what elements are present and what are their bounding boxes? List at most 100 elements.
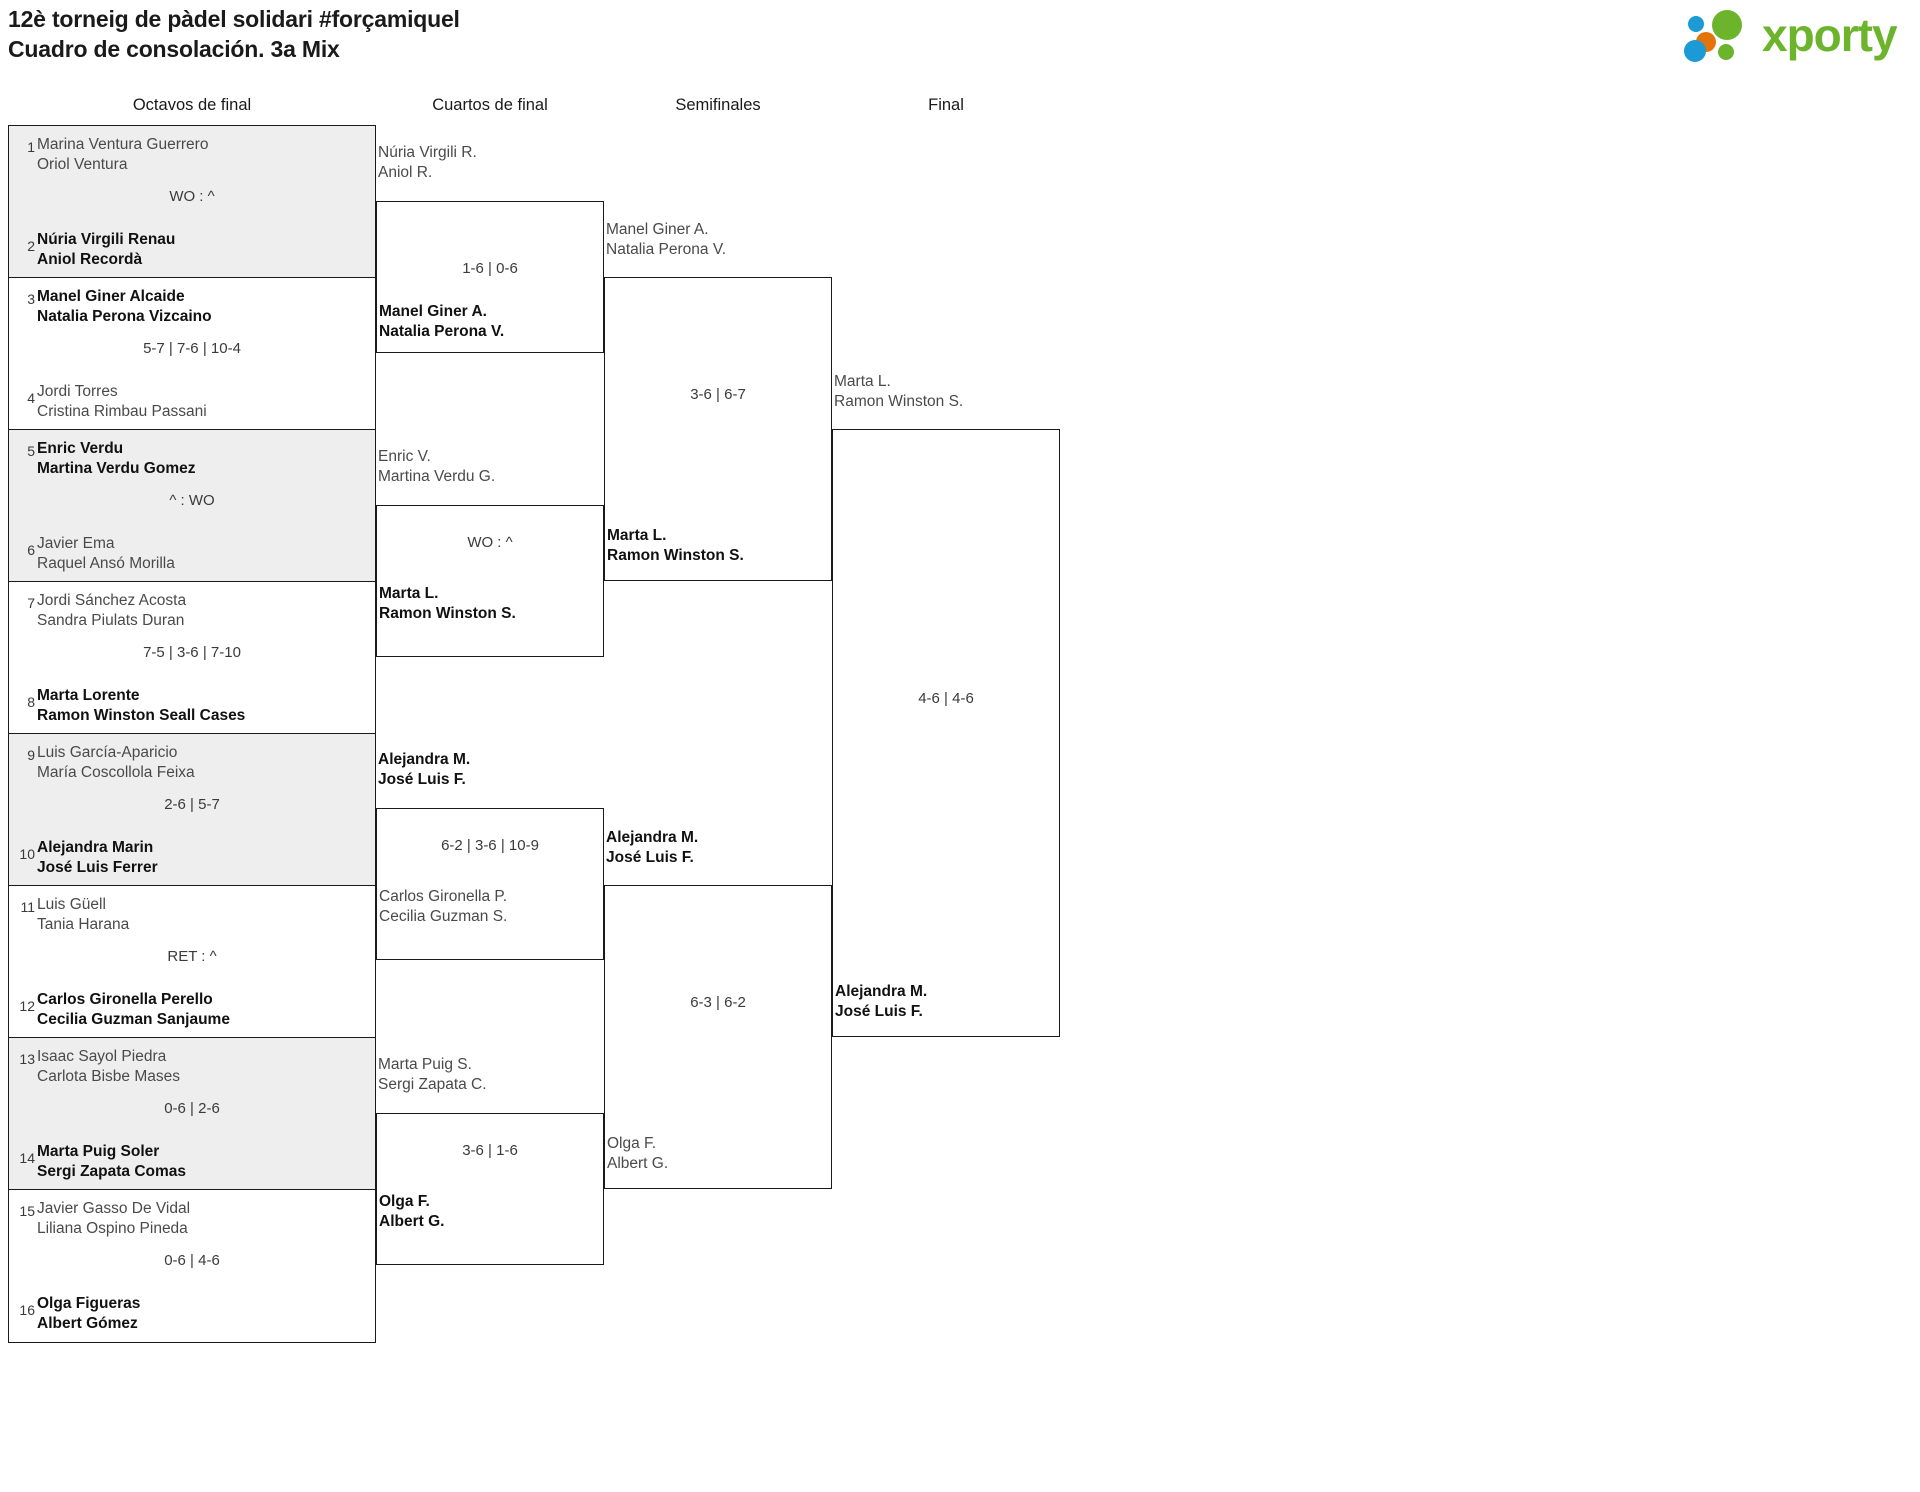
player-name: Enric Verdu (37, 440, 124, 457)
match-score: ^ : WO (169, 492, 215, 509)
match-row[interactable]: 3 Manel Giner Alcaide Natalia Perona Viz… (9, 278, 375, 430)
match-box-semifinal-2[interactable]: 6-3 | 6-2 Olga F. Albert G. (604, 885, 832, 1189)
player-name: Albert Gómez (37, 1314, 138, 1332)
team-bottom: Marta Lorente Ramon Winston Seall Cases (37, 686, 245, 725)
advancing-team: Marta L. Ramon Winston S. (834, 372, 963, 411)
match-row[interactable]: 11 Luis Güell Tania Harana RET : ^ 12 Ca… (9, 886, 375, 1038)
player-name: Núria Virgili R. (378, 144, 477, 161)
match-score: 4-6 | 4-6 (918, 690, 974, 707)
match-score: 7-5 | 3-6 | 7-10 (143, 644, 241, 661)
player-name: Luis García-Aparicio (37, 744, 178, 761)
match-box-cuartos-2[interactable]: WO : ^ Marta L. Ramon Winston S. (376, 505, 604, 657)
match-box-final[interactable]: 4-6 | 4-6 Alejandra M. José Luis F. (832, 429, 1060, 1037)
champion-team: Alejandra M. José Luis F. (835, 982, 927, 1021)
player-name: Tania Harana (37, 915, 130, 933)
match-box-cuartos-3[interactable]: 6-2 | 3-6 | 10-9 Carlos Gironella P. Cec… (376, 808, 604, 960)
team-top: Enric Verdu Martina Verdu Gomez (37, 439, 195, 478)
player-name: Sandra Piulats Duran (37, 611, 185, 629)
player-name: Alejandra Marin (37, 839, 154, 856)
seed-number: 15 (19, 1203, 35, 1219)
team-bottom: Jordi Torres Cristina Rimbau Passani (37, 382, 207, 421)
player-name: Jordi Sánchez Acosta (37, 592, 187, 609)
match-score: 5-7 | 7-6 | 10-4 (143, 340, 241, 357)
advancing-team: Manel Giner A. Natalia Perona V. (606, 220, 726, 259)
player-name: Ramon Winston Seall Cases (37, 706, 246, 724)
player-name: Ramon Winston S. (607, 546, 744, 564)
player-name: Albert G. (379, 1212, 445, 1230)
match-score: 6-2 | 3-6 | 10-9 (441, 837, 539, 854)
brand-wordmark: xporty (1762, 9, 1898, 61)
player-name: Alejandra M. (835, 983, 928, 1000)
seed-number: 11 (20, 899, 35, 915)
player-name: José Luis F. (835, 1002, 923, 1020)
match-score: 0-6 | 2-6 (164, 1100, 220, 1117)
loser-team: Olga F. Albert G. (607, 1134, 668, 1173)
round-header-cuartos: Cuartos de final (432, 96, 548, 114)
player-name: Isaac Sayol Piedra (37, 1048, 167, 1065)
team-bottom: Núria Virgili Renau Aniol Recordà (37, 230, 175, 269)
seed-number: 3 (27, 291, 35, 307)
player-name: Sergi Zapata Comas (37, 1162, 187, 1180)
round-header-semifinales: Semifinales (675, 96, 761, 114)
team-top: Luis García-Aparicio María Coscollola Fe… (37, 743, 195, 782)
player-name: Marta L. (379, 585, 439, 602)
player-name: Luis Güell (37, 896, 106, 913)
match-row[interactable]: 1 Marina Ventura Guerrero Oriol Ventura … (9, 126, 375, 278)
player-name: Cecilia Guzman S. (379, 907, 508, 925)
advancing-team: Alejandra M. José Luis F. (606, 828, 698, 867)
round1-bracket: 1 Marina Ventura Guerrero Oriol Ventura … (8, 125, 376, 1343)
player-name: María Coscollola Feixa (37, 763, 195, 781)
seed-number: 10 (19, 846, 35, 862)
player-name: Marta Puig Soler (37, 1143, 160, 1160)
player-name: Cecilia Guzman Sanjaume (37, 1010, 230, 1028)
player-name: Albert G. (607, 1154, 669, 1172)
player-name: Aniol R. (378, 163, 433, 181)
player-name: Natalia Perona V. (379, 322, 505, 340)
player-name: Liliana Ospino Pineda (37, 1219, 188, 1237)
round-header-final: Final (928, 96, 964, 114)
team-bottom: Alejandra Marin José Luis Ferrer (37, 838, 158, 877)
player-name: Ramon Winston S. (379, 604, 516, 622)
seed-number: 1 (27, 139, 35, 155)
loser-team: Carlos Gironella P. Cecilia Guzman S. (379, 887, 507, 926)
player-name: Javier Ema (37, 535, 115, 552)
match-score: 6-3 | 6-2 (690, 994, 746, 1011)
round-header-octavos: Octavos de final (132, 96, 252, 114)
match-row[interactable]: 15 Javier Gasso De Vidal Liliana Ospino … (9, 1190, 375, 1342)
match-score: 0-6 | 4-6 (164, 1252, 220, 1269)
seed-number: 13 (19, 1051, 35, 1067)
player-name: José Luis F. (606, 848, 694, 866)
match-score: 3-6 | 1-6 (462, 1142, 518, 1159)
player-name: Enric V. (378, 448, 431, 465)
team-top: Isaac Sayol Piedra Carlota Bisbe Mases (37, 1047, 180, 1086)
team-top: Marina Ventura Guerrero Oriol Ventura (37, 135, 208, 174)
seed-number: 2 (27, 238, 35, 254)
match-score: WO : ^ (467, 534, 513, 551)
team-top: Javier Gasso De Vidal Liliana Ospino Pin… (37, 1199, 190, 1238)
logo-dots-icon (1682, 10, 1760, 62)
player-name: Aniol Recordà (37, 250, 143, 268)
page-title-line2: Cuadro de consolación. 3a Mix (8, 36, 340, 63)
player-name: Martina Verdu G. (378, 467, 496, 485)
winner-team: Marta L. Ramon Winston S. (607, 526, 744, 565)
seed-number: 12 (19, 998, 35, 1014)
winner-team: Olga F. Albert G. (379, 1192, 444, 1231)
match-row[interactable]: 7 Jordi Sánchez Acosta Sandra Piulats Du… (9, 582, 375, 734)
team-bottom: Carlos Gironella Perello Cecilia Guzman … (37, 990, 230, 1029)
player-name: Manel Giner Alcaide (37, 288, 185, 305)
team-top: Manel Giner Alcaide Natalia Perona Vizca… (37, 287, 212, 326)
match-box-cuartos-4[interactable]: 3-6 | 1-6 Olga F. Albert G. (376, 1113, 604, 1265)
page-title: 12è torneig de pàdel solidari #forçamiqu… (8, 4, 460, 65)
match-box-semifinal-1[interactable]: 3-6 | 6-7 Marta L. Ramon Winston S. (604, 277, 832, 581)
seed-number: 9 (27, 747, 35, 763)
player-name: Carlos Gironella Perello (37, 991, 213, 1008)
player-name: Marta Lorente (37, 687, 140, 704)
match-row[interactable]: 9 Luis García-Aparicio María Coscollola … (9, 734, 375, 886)
advancing-team: Alejandra M. José Luis F. (378, 750, 470, 789)
match-box-cuartos-1[interactable]: 1-6 | 0-6 Manel Giner A. Natalia Perona … (376, 201, 604, 353)
winner-team: Marta L. Ramon Winston S. (379, 584, 516, 623)
seed-number: 4 (27, 390, 35, 406)
player-name: Olga Figueras (37, 1295, 141, 1312)
match-row[interactable]: 5 Enric Verdu Martina Verdu Gomez ^ : WO… (9, 430, 375, 582)
match-row[interactable]: 13 Isaac Sayol Piedra Carlota Bisbe Mase… (9, 1038, 375, 1190)
